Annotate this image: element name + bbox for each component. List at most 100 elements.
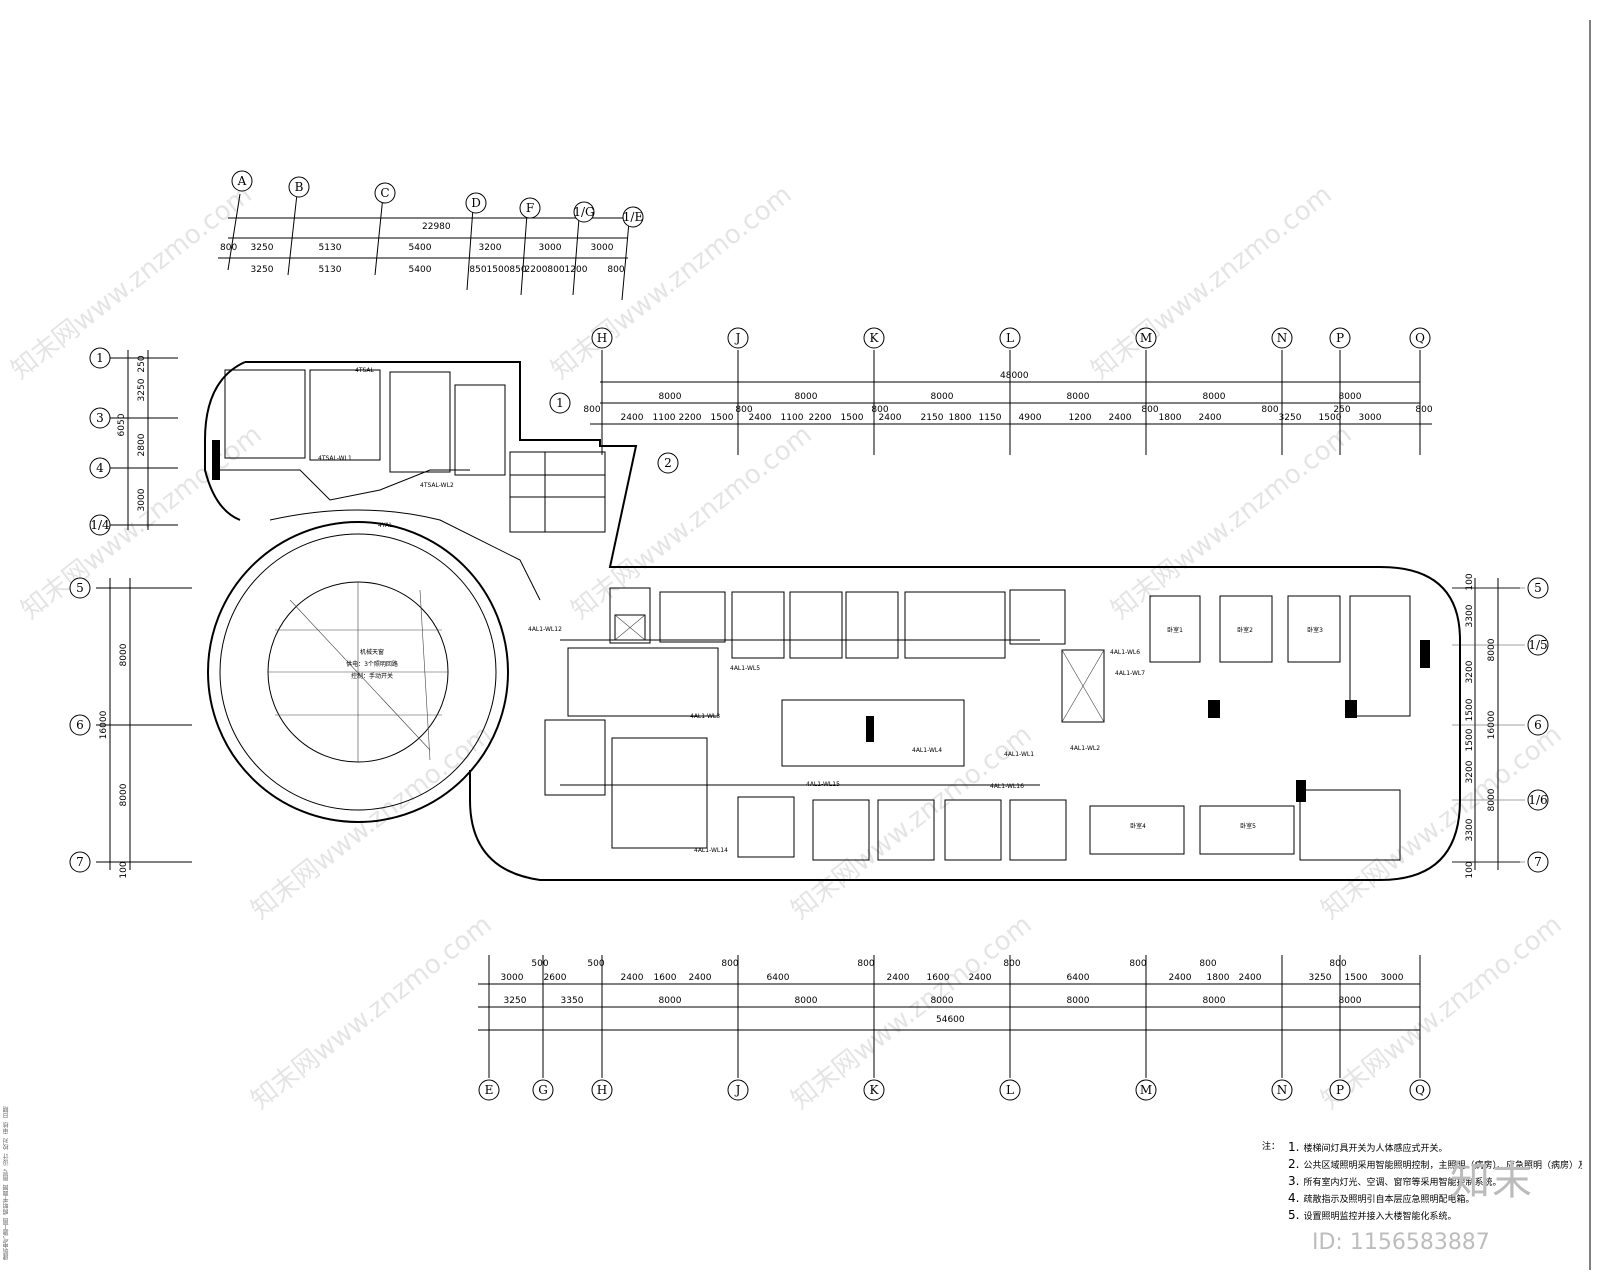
- bot-sub-13: 3250: [1309, 973, 1332, 983]
- room-name-0: 卧室1: [1167, 626, 1183, 634]
- bot-axis-8-label: P: [1336, 1083, 1344, 1097]
- circle-room-label-1: 供电：3个照明回路: [346, 660, 398, 668]
- top-axis-3-label: L: [1006, 331, 1014, 345]
- bot-span-7: 8000: [1339, 996, 1362, 1006]
- top-sub-14: 2400: [1109, 413, 1132, 423]
- top-sub-2: 2200: [679, 413, 702, 423]
- top-sub-5: 1100: [781, 413, 804, 423]
- bot-axis-9-label: Q: [1415, 1083, 1425, 1097]
- top-axis-4-label: M: [1140, 331, 1152, 345]
- bot-axis-1: G: [532, 1079, 554, 1101]
- bot-sub-8: 2400: [969, 973, 992, 983]
- circuit-label-1: 4AL1-WL2: [1070, 745, 1100, 752]
- bot-span-2: 8000: [659, 996, 682, 1006]
- callout-0: 1: [549, 392, 571, 414]
- bot-sub-12: 2400: [1239, 973, 1262, 983]
- top-sub-13: 1200: [1069, 413, 1092, 423]
- top-sub-18: 1500: [1319, 413, 1342, 423]
- top-sub-9: 2150: [921, 413, 944, 423]
- room-name-4: 卧室5: [1240, 822, 1256, 830]
- bot-sub-2: 2400: [621, 973, 644, 983]
- left-lo-dim-2: 16000: [99, 710, 109, 739]
- callout-1: 2: [657, 452, 679, 474]
- tl-r2-5: 850: [509, 265, 526, 275]
- circuit-label-2: 4AL1-WL3: [690, 713, 720, 720]
- tl-axis-1: B: [288, 176, 310, 198]
- tl-r2-0: 3250: [251, 265, 274, 275]
- callout-1-label: 2: [664, 456, 672, 470]
- bot-axis-0-label: E: [485, 1083, 494, 1097]
- watermark-text: 知末网www.znzmo.com: [1086, 180, 1338, 386]
- right-dim-6: 3300: [1465, 818, 1475, 841]
- right-axis-4-label: 7: [1534, 855, 1542, 869]
- tl-r1-1: 5130: [319, 243, 342, 253]
- top-left-total: 22980: [422, 222, 451, 232]
- bot-sub-9: 6400: [1067, 973, 1090, 983]
- tl-r2-7: 800: [547, 265, 564, 275]
- circuit-label-13: 4YAL: [378, 522, 393, 529]
- top-sub-4: 2400: [749, 413, 772, 423]
- top-sub-0: 2400: [621, 413, 644, 423]
- note-text: 公共区域照明采用智能照明控制，主照明（病房）、应急照明（病房）及其他区域采用智能…: [1303, 1161, 1582, 1171]
- circuit-label-3: 4AL1-WL4: [912, 747, 942, 754]
- top-axis-1-label: J: [734, 331, 741, 345]
- right-axis-0-label: 5: [1534, 581, 1542, 595]
- circle-room-label-0: 机械天窗: [360, 648, 384, 656]
- bot-axis-2-label: H: [597, 1083, 607, 1097]
- left-up-dim-4: 250: [137, 355, 147, 372]
- right-axes: 51/561/67: [1452, 577, 1549, 873]
- bot-small-2: 800: [721, 959, 738, 969]
- top-sub-7: 1500: [841, 413, 864, 423]
- right-dim-7: 8000: [1487, 638, 1497, 661]
- tl-axis-6-label: 1/E: [623, 210, 643, 224]
- bot-span-6: 8000: [1203, 996, 1226, 1006]
- side-title-strip: 建筑电气施工图 照明平面图 图号 设计 校对 审核 日期: [3, 1106, 10, 1260]
- tl-r1-0: 3250: [251, 243, 274, 253]
- watermark-text: 知末网www.znzmo.com: [1106, 420, 1358, 626]
- bot-axis-7: N: [1271, 1079, 1293, 1101]
- id-tag: ID: 1156583887: [1312, 1230, 1490, 1255]
- bot-span-0: 3250: [504, 996, 527, 1006]
- bot-span-1: 3350: [561, 996, 584, 1006]
- right-dimension-block: [1452, 578, 1520, 870]
- note-text: 楼梯间灯具开关为人体感应式开关。: [1303, 1144, 1448, 1154]
- section-callouts: 12: [549, 392, 679, 474]
- left-lo-dim-0: 8000: [119, 643, 129, 666]
- tl-r2-9: 800: [607, 265, 624, 275]
- top-span-4: 8000: [1203, 392, 1226, 402]
- circuit-labels: 4AL1-WL14AL1-WL24AL1-WL34AL1-WL44AL1-WL5…: [318, 367, 1145, 854]
- tl-r2-1: 5130: [319, 265, 342, 275]
- right-axis-1: 1/5: [1527, 634, 1549, 656]
- left-up-dim-2: 3000: [137, 488, 147, 511]
- top-sub-19: 3000: [1359, 413, 1382, 423]
- notes-header: 注：: [1262, 1142, 1281, 1152]
- bot-sub-7: 1600: [927, 973, 950, 983]
- top-axis-4: M: [1135, 327, 1157, 349]
- bot-axis-5: L: [999, 1079, 1021, 1101]
- note-number: 4.: [1288, 1191, 1300, 1205]
- tl-axis-5-label: 1/G: [573, 205, 594, 219]
- bot-sub-0: 3000: [501, 973, 524, 983]
- top-sub-3: 1500: [711, 413, 734, 423]
- note-item: 5.设置照明监控并接入大楼智能化系统。: [1288, 1208, 1582, 1225]
- tl-axis-2-label: C: [380, 186, 389, 200]
- tl-r1-2: 5400: [409, 243, 432, 253]
- watermark-text: 知末网www.znzmo.com: [1316, 720, 1568, 926]
- tl-axis-3-label: D: [471, 196, 481, 210]
- tl-r1-3: 3200: [479, 243, 502, 253]
- top-axis-5-label: N: [1277, 331, 1288, 345]
- circuit-label-9: 4AL1-WL15: [806, 781, 840, 788]
- tl-axis-4-label: F: [526, 201, 534, 215]
- circuit-label-5: 4AL1-WL6: [1110, 649, 1140, 656]
- bot-axis-3: J: [727, 1079, 749, 1101]
- building-outline: [204, 361, 1461, 881]
- left-lo-axis-2: 7: [69, 851, 91, 873]
- bot-axis-1-label: G: [538, 1083, 548, 1097]
- callout-0-label: 1: [556, 396, 564, 410]
